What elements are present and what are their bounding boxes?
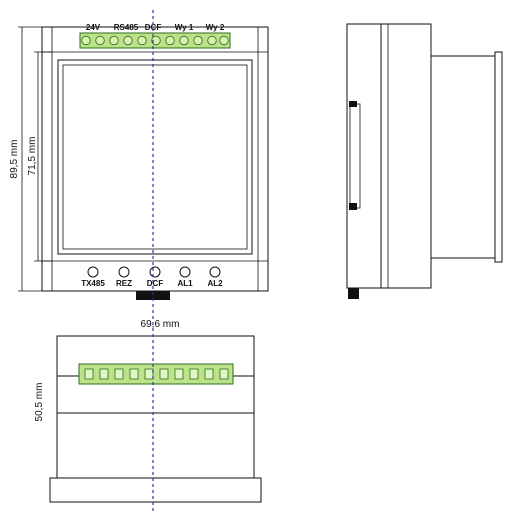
bottom-leds bbox=[87, 266, 221, 278]
terminal-screw bbox=[151, 35, 161, 46]
side-din-foot bbox=[348, 288, 359, 299]
dim-label-89-5: 89,5 mm bbox=[9, 140, 20, 179]
led-rez bbox=[118, 266, 130, 278]
led-label-al1: AL1 bbox=[177, 279, 193, 288]
bottom-view: 50,5 mm bbox=[34, 335, 262, 503]
terminal-screw bbox=[207, 35, 217, 46]
side-clip-bottom bbox=[349, 203, 357, 210]
terminal-screw bbox=[165, 35, 175, 46]
dimension-height-inner bbox=[34, 51, 52, 262]
led-tx485 bbox=[87, 266, 99, 278]
terminal-label-dcf: DCF bbox=[145, 23, 162, 32]
terminal-slot bbox=[174, 368, 184, 380]
led-label-al2: AL2 bbox=[207, 279, 223, 288]
side-clip-slot bbox=[349, 103, 361, 209]
terminal-screw bbox=[123, 35, 133, 46]
terminal-screw bbox=[137, 35, 147, 46]
led-label-dcf: DCF bbox=[147, 279, 164, 288]
front-housing bbox=[41, 26, 269, 292]
top-terminal-screws bbox=[81, 35, 229, 46]
dim-label-50-5: 50,5 mm bbox=[34, 383, 45, 422]
led-al1 bbox=[179, 266, 191, 278]
display-screen bbox=[62, 64, 248, 250]
terminal-label-rs485: RS485 bbox=[114, 23, 139, 32]
side-front-panel bbox=[430, 55, 496, 259]
side-front-body bbox=[380, 23, 432, 289]
terminal-screw bbox=[109, 35, 119, 46]
led-dcf bbox=[149, 266, 161, 278]
terminal-slot bbox=[114, 368, 124, 380]
terminal-label-wy1: Wy 1 bbox=[175, 23, 194, 32]
terminal-screw bbox=[179, 35, 189, 46]
terminal-screw bbox=[95, 35, 105, 46]
terminal-slot bbox=[99, 368, 109, 380]
led-al2 bbox=[209, 266, 221, 278]
led-label-rez: REZ bbox=[116, 279, 132, 288]
bottom-terminal-slots bbox=[84, 368, 229, 380]
side-clip-top bbox=[349, 101, 357, 107]
side-view bbox=[346, 23, 503, 299]
terminal-slot bbox=[204, 368, 214, 380]
dimension-height-outer bbox=[18, 26, 42, 292]
terminal-screw bbox=[219, 35, 229, 46]
front-view: 24V RS485 DCF Wy 1 Wy 2 TX485 REZ DCF AL… bbox=[9, 23, 269, 300]
display-frame bbox=[57, 59, 253, 255]
bottom-housing bbox=[56, 335, 255, 479]
side-bezel bbox=[494, 51, 503, 263]
terminal-slot bbox=[159, 368, 169, 380]
terminal-slot bbox=[129, 368, 139, 380]
terminal-label-wy2: Wy 2 bbox=[206, 23, 225, 32]
terminal-slot bbox=[144, 368, 154, 380]
led-label-tx485: TX485 bbox=[81, 279, 105, 288]
terminal-screw bbox=[81, 35, 91, 46]
terminal-slot bbox=[84, 368, 94, 380]
terminal-screw bbox=[193, 35, 203, 46]
terminal-slot bbox=[189, 368, 199, 380]
din-clip bbox=[136, 291, 170, 300]
dim-label-69-6: 69,6 mm bbox=[141, 319, 180, 330]
side-back-body bbox=[346, 23, 382, 289]
terminal-slot bbox=[219, 368, 229, 380]
terminal-label-24v: 24V bbox=[86, 23, 101, 32]
bottom-bezel bbox=[49, 477, 262, 503]
dim-label-71-5: 71,5 mm bbox=[27, 137, 38, 176]
